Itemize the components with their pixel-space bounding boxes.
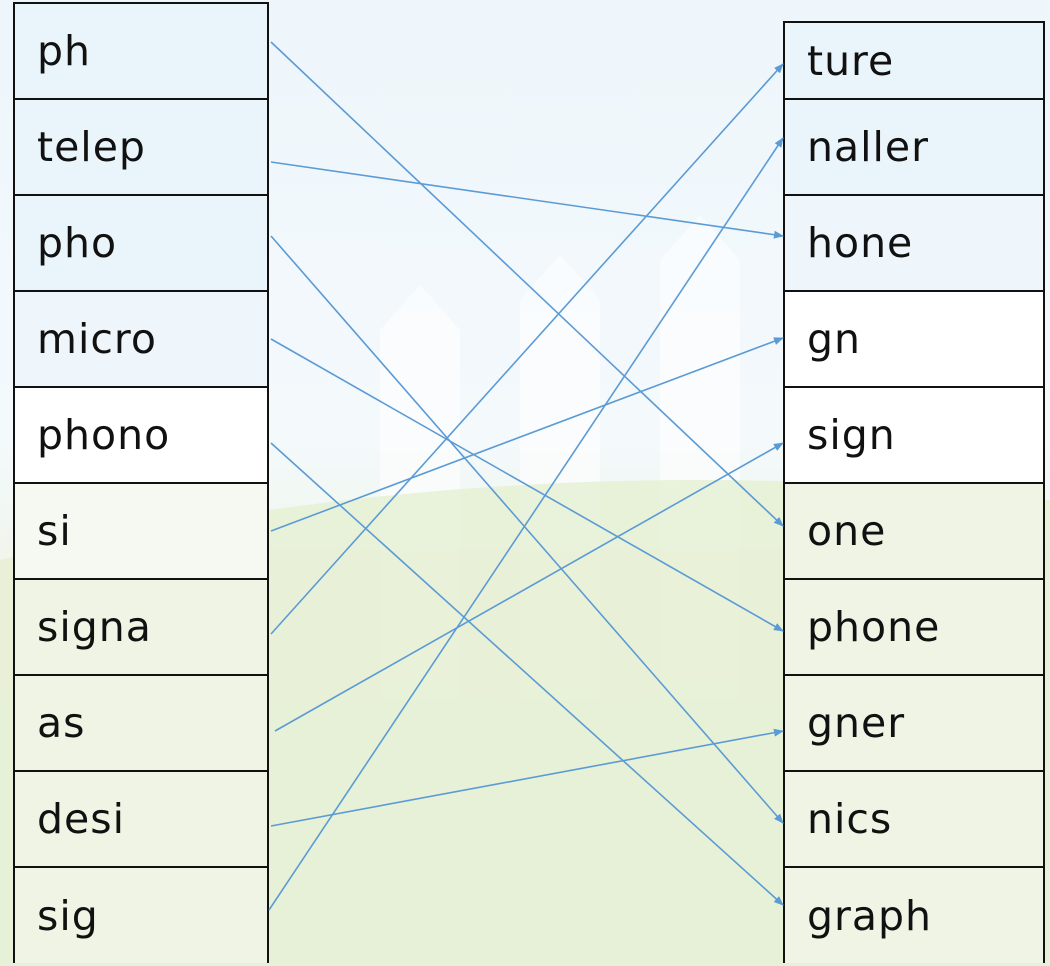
right-cell-label: nics [807, 795, 893, 843]
left-cell-label: micro [37, 315, 157, 363]
connection-line [270, 41, 784, 527]
left-cell[interactable]: pho [15, 196, 267, 292]
left-cell[interactable]: telep [15, 100, 267, 196]
right-cell-label: gn [807, 315, 862, 363]
left-cell[interactable]: ph [15, 4, 267, 100]
connection-line [270, 63, 784, 635]
left-cell[interactable]: micro [15, 292, 267, 388]
connection-line [270, 442, 784, 906]
left-cell-label: telep [37, 123, 146, 171]
right-cell[interactable]: nics [785, 772, 1043, 868]
right-cell-label: graph [807, 891, 933, 940]
right-cell[interactable]: gn [785, 292, 1043, 388]
right-cell[interactable]: gner [785, 676, 1043, 772]
connection-line [270, 728, 784, 827]
right-cell-label: sign [807, 411, 896, 459]
left-cell-label: ph [37, 27, 92, 75]
right-cell[interactable]: sign [785, 388, 1043, 484]
right-cell-label: one [807, 507, 887, 555]
left-cell-label: si [37, 507, 72, 555]
right-cell[interactable]: graph [785, 868, 1043, 963]
right-cell[interactable]: naller [785, 100, 1043, 196]
right-cell-label: ture [807, 36, 895, 85]
left-cell[interactable]: phono [15, 388, 267, 484]
left-cell-label: phono [37, 411, 171, 459]
right-cell[interactable]: phone [785, 580, 1043, 676]
left-cell-label: signa [37, 603, 152, 651]
connection-line [270, 337, 784, 532]
right-cell-label: hone [807, 219, 914, 267]
left-cell-label: desi [37, 795, 126, 843]
right-cell-label: gner [807, 699, 906, 747]
left-column: ph telep pho micro phono si signa as des… [13, 2, 269, 963]
left-cell[interactable]: signa [15, 580, 267, 676]
connection-line [270, 338, 784, 632]
right-cell-label: naller [807, 123, 929, 171]
connection-line [270, 161, 784, 239]
left-cell-label: sig [37, 891, 99, 940]
right-cell[interactable]: one [785, 484, 1043, 580]
connection-line [268, 137, 784, 911]
right-cell[interactable]: hone [785, 196, 1043, 292]
right-cell[interactable]: ture [785, 23, 1043, 100]
connection-line [270, 235, 784, 824]
right-cell-label: phone [807, 603, 941, 651]
left-cell-label: as [37, 699, 86, 747]
left-cell[interactable]: desi [15, 772, 267, 868]
left-cell-label: pho [37, 219, 118, 267]
left-cell[interactable]: si [15, 484, 267, 580]
right-column: ture naller hone gn sign one phone gner … [783, 21, 1045, 963]
connection-line [274, 442, 784, 732]
left-cell[interactable]: sig [15, 868, 267, 963]
left-cell[interactable]: as [15, 676, 267, 772]
